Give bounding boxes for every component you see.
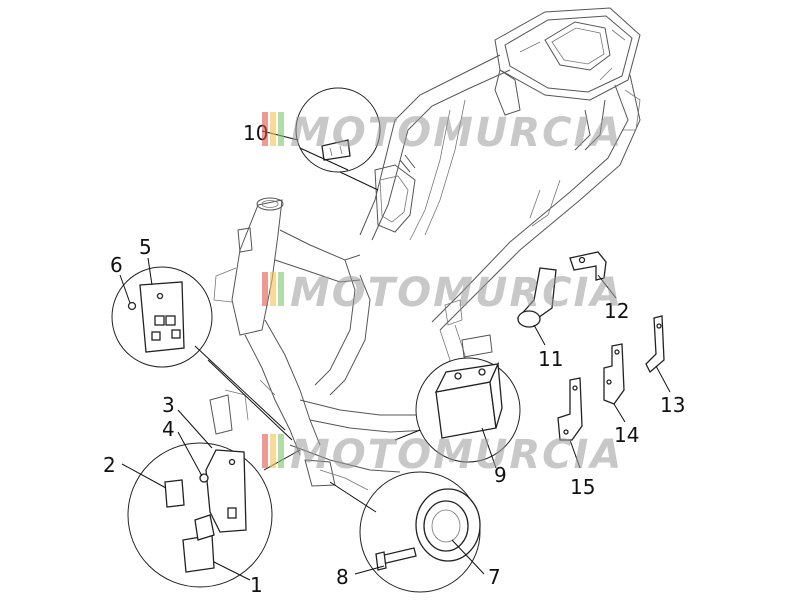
- watermark-bottom: MOTOMURCIA: [262, 432, 623, 478]
- callout-circle-top: [295, 87, 381, 173]
- watermark-middle: MOTOMURCIA: [262, 270, 623, 316]
- leader-lines: [119, 130, 671, 581]
- part-bracket-12: [569, 251, 607, 281]
- callout-label-9: 9: [494, 463, 507, 487]
- callout-label-13: 13: [660, 393, 685, 417]
- callout-circle-horn: [359, 471, 481, 593]
- callout-label-1: 1: [250, 573, 263, 597]
- callout-label-7: 7: [488, 565, 501, 589]
- watermark-top: MOTOMURCIA: [262, 110, 623, 156]
- callout-label-8: 8: [336, 565, 349, 589]
- callout-circle-battery: [415, 357, 521, 463]
- callout-label-11: 11: [538, 347, 563, 371]
- part-bracket-15: [557, 377, 583, 441]
- callout-circle-bracket: [111, 266, 213, 368]
- callout-circle-relay: [127, 442, 273, 588]
- callout-label-3: 3: [162, 393, 175, 417]
- callout-label-2: 2: [103, 453, 116, 477]
- watermark-stripe-green: [278, 112, 284, 146]
- callout-label-5: 5: [139, 235, 152, 259]
- callout-label-4: 4: [162, 417, 175, 441]
- part-bracket-13: [645, 315, 665, 374]
- part-bracket-14: [603, 343, 625, 405]
- part-bracket-11: [516, 267, 557, 328]
- callout-label-6: 6: [110, 253, 123, 277]
- watermark-stripe-yellow: [270, 272, 276, 306]
- watermark-stripe-red: [262, 112, 268, 146]
- watermark-stripe-red: [262, 434, 268, 468]
- watermark-stripe-green: [278, 434, 284, 468]
- watermark-text: MOTOMURCIA: [290, 110, 623, 156]
- watermark-stripe-yellow: [270, 112, 276, 146]
- watermark-stripe-red: [262, 272, 268, 306]
- watermark-stripe-yellow: [270, 434, 276, 468]
- callout-label-12: 12: [604, 299, 629, 323]
- watermark-stripe-green: [278, 272, 284, 306]
- scooter-frame: [209, 7, 641, 491]
- callout-label-15: 15: [570, 475, 595, 499]
- watermark-text: MOTOMURCIA: [290, 270, 623, 316]
- callout-label-14: 14: [614, 423, 639, 447]
- callout-labels: 1 2 3 4 5 6 7 8 9 10 11 12 13 14 15: [103, 121, 685, 597]
- watermark-text: MOTOMURCIA: [290, 432, 623, 478]
